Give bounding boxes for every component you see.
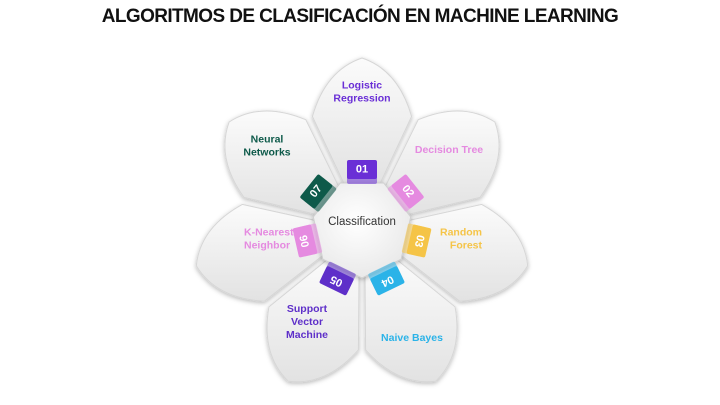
petal-label-line: Naive Bayes <box>381 332 443 344</box>
badge-shape <box>347 160 377 179</box>
badge-number: 02 <box>399 183 416 200</box>
petal-label-line: Regression <box>333 92 390 104</box>
petal-label-line: Machine <box>286 329 328 341</box>
petal-label-line: Networks <box>243 146 290 158</box>
badge-shape <box>300 174 333 209</box>
petal-label: Naive Bayes <box>381 332 443 344</box>
badge-number: 03 <box>412 234 426 249</box>
petal-label-line: Neural <box>251 133 284 145</box>
petal-label: Decision Tree <box>415 144 483 156</box>
petal-label-line: Support <box>287 303 328 315</box>
badge-number: 06 <box>298 234 312 249</box>
badge-06: 06 <box>292 223 323 258</box>
badge-shape <box>406 224 432 258</box>
petal-shape <box>399 203 529 302</box>
page-title: ALGORITMOS DE CLASIFICACIÓN EN MACHINE L… <box>101 6 619 27</box>
petal-label-line: Vector <box>291 316 323 328</box>
badge-number: 05 <box>328 273 344 289</box>
badge-number: 01 <box>356 163 368 175</box>
petal-label-line: Neighbor <box>244 239 290 251</box>
petal-shape <box>195 203 325 302</box>
badge-04: 04 <box>368 261 405 296</box>
badge-shape <box>391 174 424 209</box>
petal-label-line: Forest <box>450 239 483 251</box>
badge-01: 01 <box>347 160 377 184</box>
petal-label-line: Logistic <box>342 79 382 91</box>
badge-number: 04 <box>379 273 396 290</box>
badge-shape <box>370 266 405 296</box>
badge-02: 02 <box>387 174 424 212</box>
badge-shape <box>292 224 318 258</box>
petal-label-line: K-Nearest <box>244 226 294 238</box>
badge-07: 07 <box>300 174 337 212</box>
badge-05: 05 <box>319 261 356 296</box>
petal-label-line: Decision Tree <box>415 144 483 156</box>
badge-shape <box>319 266 354 296</box>
petal-label-line: Random <box>440 226 482 238</box>
center-label: Classification <box>328 216 396 228</box>
badge-03: 03 <box>401 223 432 258</box>
badge-number: 07 <box>308 183 325 200</box>
petal-shape <box>311 57 413 186</box>
